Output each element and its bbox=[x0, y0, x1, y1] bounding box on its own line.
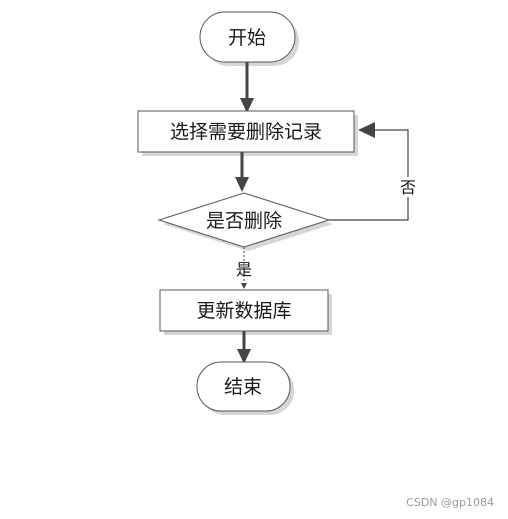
edge-update-to-end bbox=[237, 331, 251, 364]
no-label: 否 bbox=[400, 178, 416, 197]
edge-no-loop: 否 bbox=[329, 122, 418, 221]
decide-delete-node: 是否删除 bbox=[157, 192, 333, 251]
decide-delete-label: 是否删除 bbox=[206, 210, 282, 232]
edge-start-to-select bbox=[240, 62, 254, 113]
end-node: 结束 bbox=[196, 361, 294, 415]
select-record-label: 选择需要删除记录 bbox=[170, 121, 322, 143]
start-label: 开始 bbox=[228, 27, 266, 49]
select-record-node: 选择需要删除记录 bbox=[137, 110, 358, 156]
end-label: 结束 bbox=[224, 376, 262, 398]
start-node: 开始 bbox=[199, 11, 299, 66]
edge-yes: 是 bbox=[236, 247, 252, 289]
update-database-node: 更新数据库 bbox=[159, 289, 332, 335]
update-database-label: 更新数据库 bbox=[196, 300, 291, 322]
yes-label: 是 bbox=[236, 260, 252, 279]
edge-select-to-decide bbox=[235, 152, 249, 192]
watermark-text: CSDN @gp1084 bbox=[406, 496, 494, 509]
